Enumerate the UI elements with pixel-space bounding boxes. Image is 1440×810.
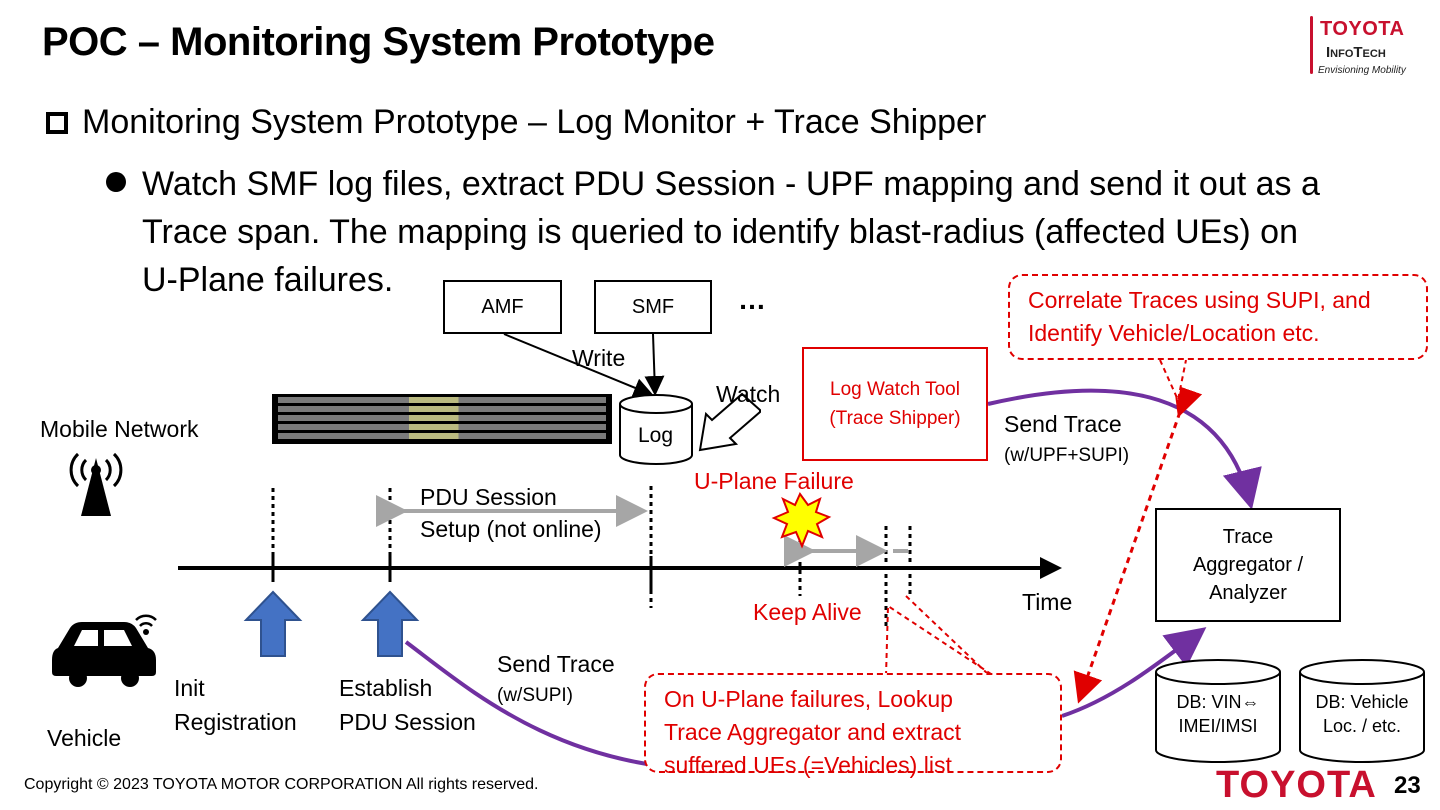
smf-label: SMF <box>631 295 675 318</box>
bullet-level1-text: Monitoring System Prototype – Log Monito… <box>82 103 987 141</box>
callout-line: Identify Vehicle/Location etc. <box>1028 320 1320 346</box>
db-vehicle-line: Loc. / etc. <box>1322 716 1402 736</box>
car-icon <box>52 614 157 687</box>
u-plane-failure-label: U-Plane Failure <box>694 468 854 494</box>
db-vin-line: IMEI/IMSI <box>1178 716 1258 736</box>
bullet-line: Trace span. The mapping is queried to id… <box>142 213 1298 251</box>
square-bullet-icon <box>46 111 68 134</box>
trace-aggregator-box: Trace Aggregator / Analyzer <box>1155 508 1341 622</box>
smf-box: SMF <box>594 280 712 334</box>
amf-label: AMF <box>481 295 524 318</box>
log-label: Log <box>638 424 674 447</box>
timeline-arrowhead <box>1040 557 1062 579</box>
send-trace-top-sublabel: (w/UPF+SUPI) <box>1004 445 1130 466</box>
write-label: Write <box>572 345 626 371</box>
logo-line1: TOYOTA <box>1320 18 1405 40</box>
establish-label: Establish <box>339 675 433 701</box>
callout-line: Correlate Traces using SUPI, and <box>1028 287 1371 313</box>
toyota-footer-logo: TOYOTA <box>1216 764 1377 806</box>
pdu-session-establish-label: PDU Session <box>339 709 476 735</box>
log-watch-tool-line: Log Watch Tool <box>830 379 960 400</box>
db-vehicle-cylinder <box>1299 659 1425 763</box>
amf-box: AMF <box>443 280 562 334</box>
slide-title: POC – Monitoring System Prototype <box>42 20 715 64</box>
toyota-infotech-logo: TOYOTA InfoTech Envisioning Mobility <box>1306 10 1430 80</box>
init-registration-arrow <box>243 590 303 657</box>
pdu-session-label: PDU Session <box>420 484 557 510</box>
registration-label: Registration <box>174 709 297 735</box>
send-trace-bottom-label: Send Trace <box>497 651 615 677</box>
init-label: Init <box>174 675 205 701</box>
keep-alive-label: Keep Alive <box>753 599 862 625</box>
correlate-callout: Correlate Traces using SUPI, and Identif… <box>1008 274 1428 360</box>
vehicle-label: Vehicle <box>47 725 122 751</box>
page-number: 23 <box>1394 772 1421 799</box>
bullet-line: Watch SMF log files, extract PDU Session… <box>142 165 1320 203</box>
logo-line2: InfoTech <box>1326 44 1386 61</box>
send-trace-bottom-sublabel: (w/SUPI) <box>497 685 573 706</box>
bullet-line: U-Plane failures. <box>142 261 394 299</box>
trace-aggregator-line: Trace <box>1222 526 1274 548</box>
callout-bottom-tail <box>885 604 995 677</box>
logo-line3: Envisioning Mobility <box>1318 65 1406 76</box>
round-bullet-icon <box>106 172 126 192</box>
trace-aggregator-line: Analyzer <box>1209 582 1287 604</box>
log-cylinder <box>619 394 693 465</box>
trace-aggregator-line: Aggregator / <box>1192 554 1304 576</box>
more-nfs-ellipsis: … <box>738 284 766 315</box>
smf-to-log-arrow <box>644 333 665 396</box>
bullet-level2: Watch SMF log files, extract PDU Session… <box>142 160 1412 304</box>
db-vehicle-line: DB: Vehicle <box>1315 692 1409 712</box>
db-vin-label: DB: VIN⇔ IMEI/IMSI <box>1158 690 1278 738</box>
db-vin-line: DB: VIN⇔ <box>1176 692 1260 712</box>
pdu-setup-label: Setup (not online) <box>420 516 602 542</box>
db-vin-cylinder <box>1155 659 1281 763</box>
log-watch-tool-line: (Trace Shipper) <box>829 408 961 429</box>
send-trace-top-label: Send Trace <box>1004 411 1122 437</box>
watch-label: Watch <box>716 381 781 407</box>
explosion-icon <box>771 492 832 549</box>
logo-bar <box>1310 16 1313 74</box>
callout-line: suffered UEs (=Vehicles) list <box>664 752 952 778</box>
watch-arrow <box>698 392 761 452</box>
time-axis-label: Time <box>1022 589 1073 615</box>
callout-line: Trace Aggregator and extract <box>664 719 962 745</box>
callout-line: On U-Plane failures, Lookup <box>664 686 953 712</box>
log-terminal-thumbnail <box>272 394 612 444</box>
establish-pdu-arrow <box>360 590 420 657</box>
lookup-callout: On U-Plane failures, Lookup Trace Aggreg… <box>644 673 1062 778</box>
copyright-notice: Copyright © 2023 TOYOTA MOTOR CORPORATIO… <box>24 776 539 793</box>
db-vehicle-label: DB: Vehicle Loc. / etc. <box>1302 690 1422 738</box>
mobile-network-label: Mobile Network <box>40 416 199 442</box>
antenna-icon <box>69 452 123 516</box>
log-watch-tool-box: Log Watch Tool (Trace Shipper) <box>802 347 988 461</box>
callout-top-tail <box>1159 359 1187 404</box>
bullet-level1: Monitoring System Prototype – Log Monito… <box>46 103 986 142</box>
amf-to-log-arrow <box>503 333 654 398</box>
